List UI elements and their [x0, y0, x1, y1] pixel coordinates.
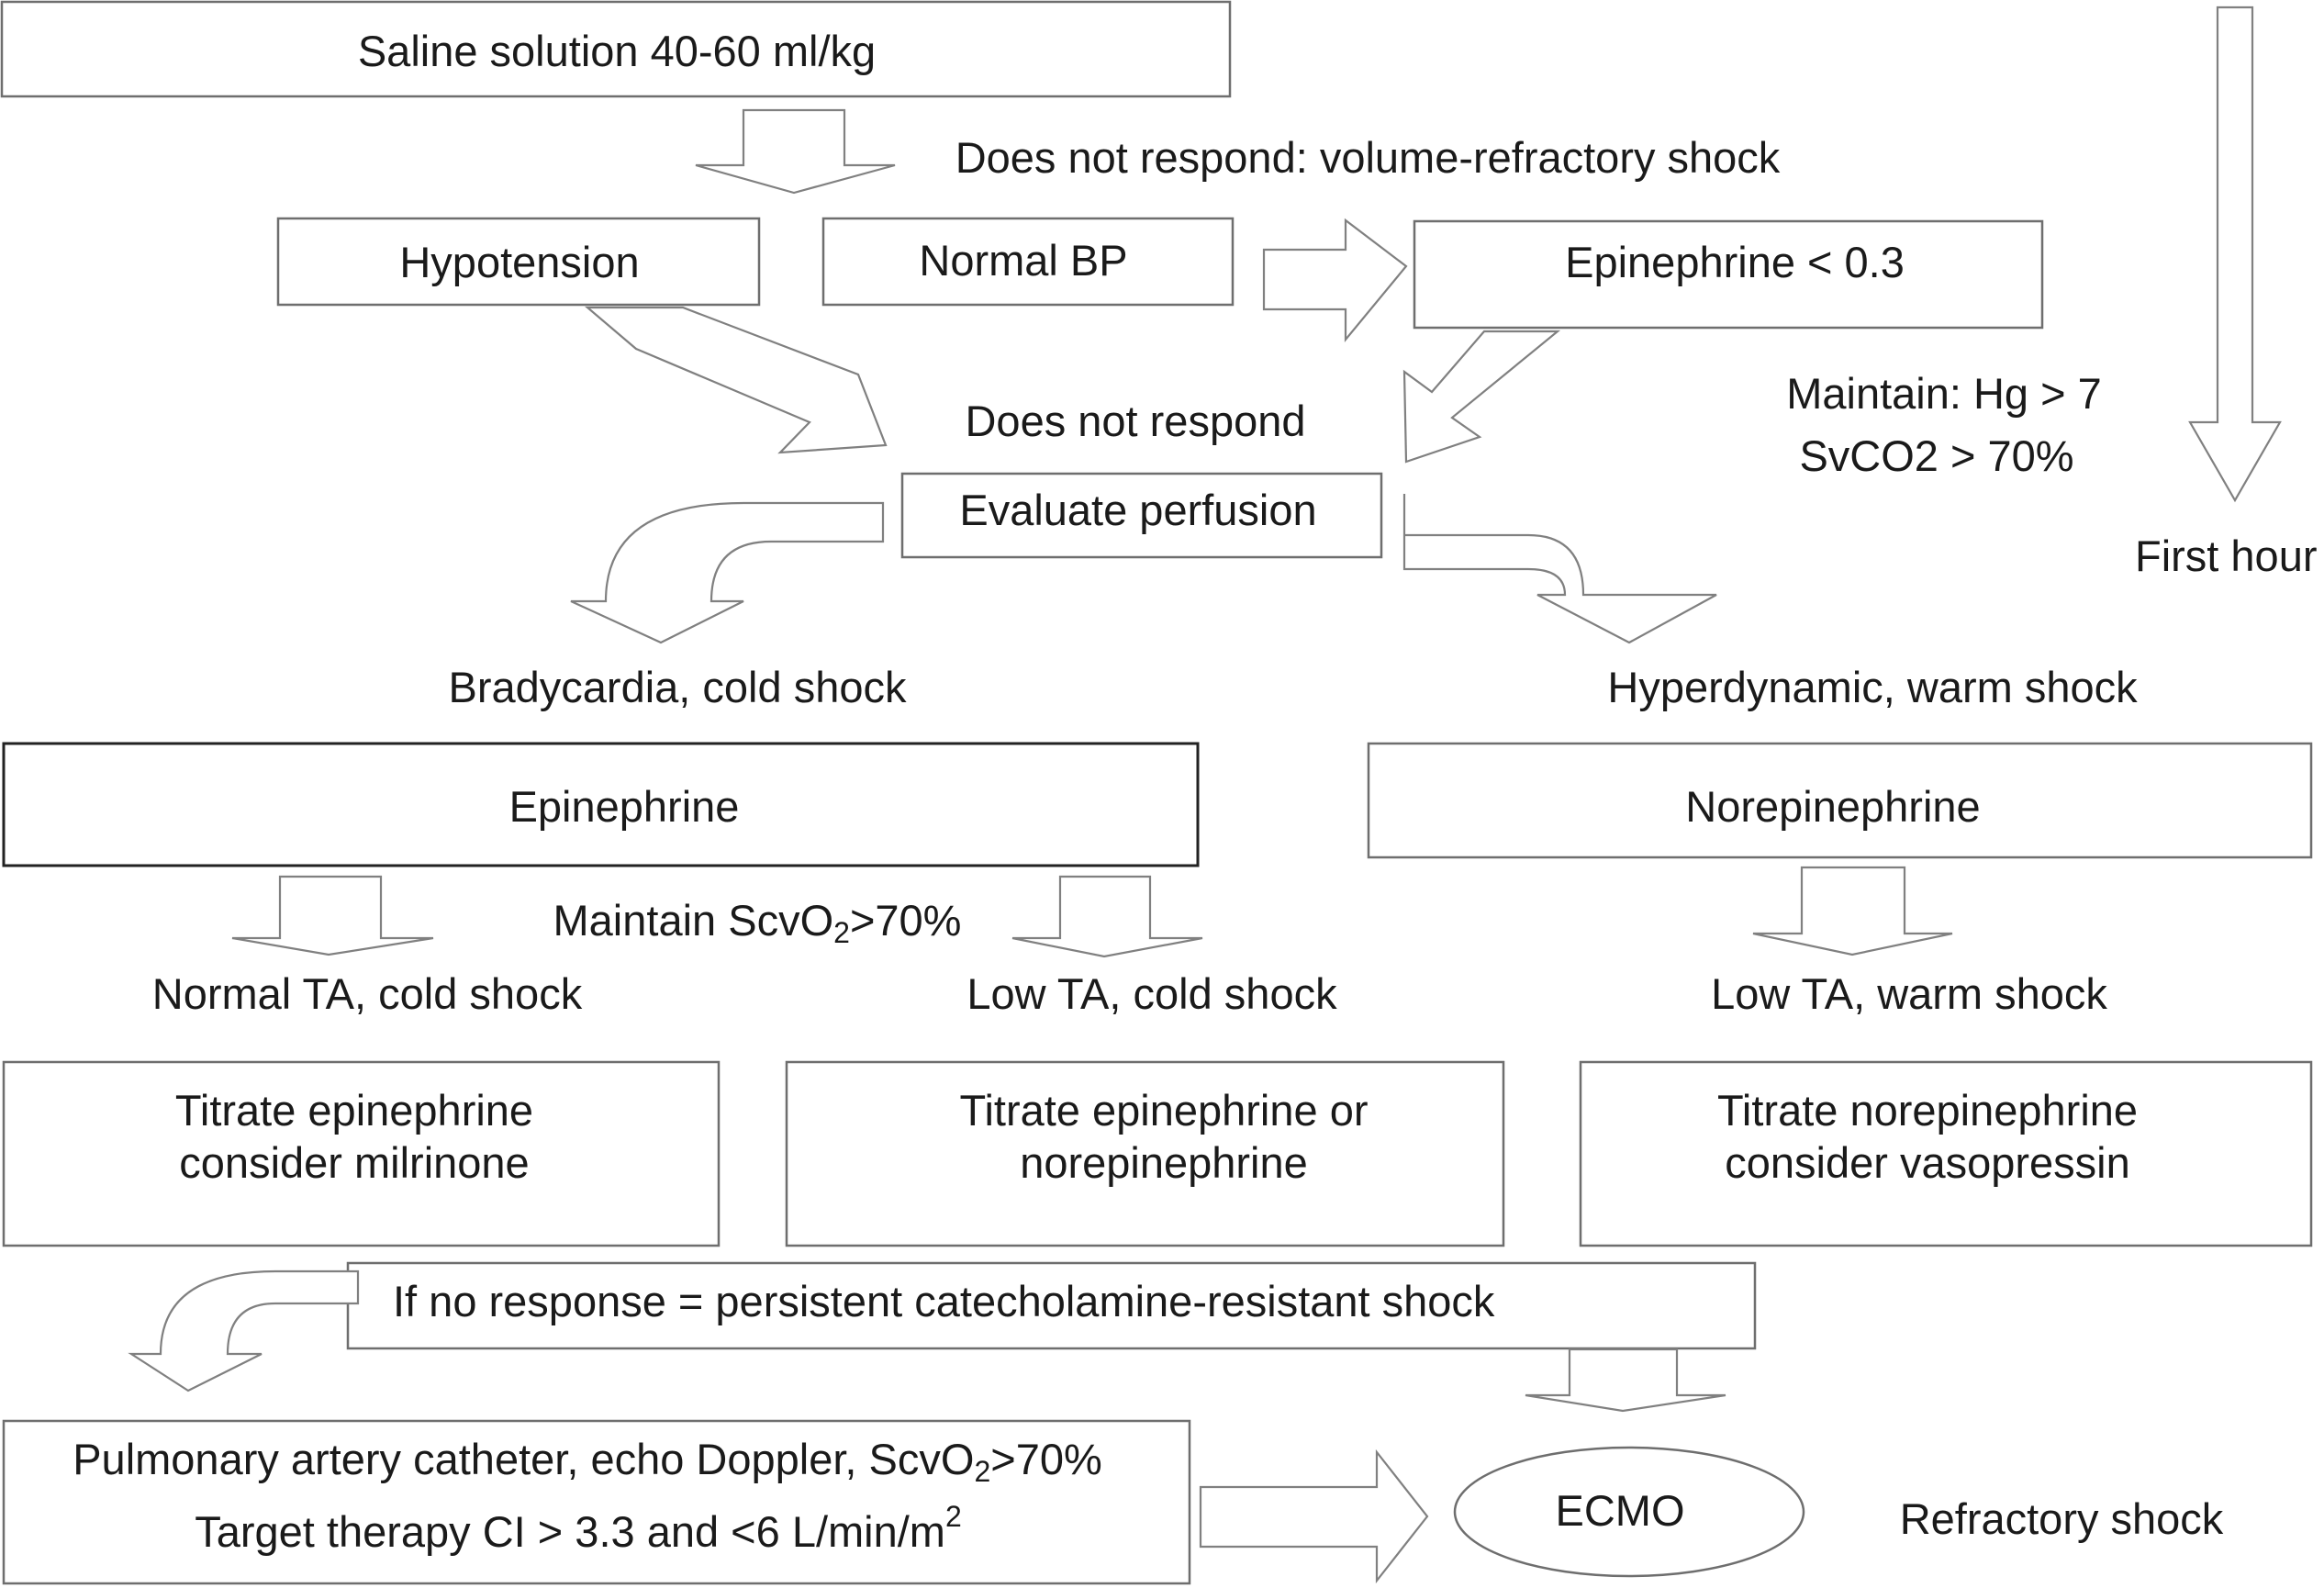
arrow-norepinephrine-to-low-ta	[1752, 866, 1953, 956]
arrow-curve-to-pac	[128, 1269, 360, 1392]
epinephrine-low-dose-box	[1413, 219, 2044, 330]
maintain-scvo2-label: Maintain ScvO2>70%	[553, 896, 962, 949]
arrow-no-response-to-ecmo	[1525, 1348, 1726, 1413]
svco2-label: SvCO2 > 70%	[1799, 431, 2073, 480]
normal-bp-label: Normal BP	[919, 236, 1127, 285]
arrow-hypotension-diagonal	[585, 306, 888, 454]
pac-target-box	[2, 1419, 1191, 1585]
warm-shock-heading: Hyperdynamic, warm shock	[1607, 663, 2138, 711]
epinephrine-label: Epinephrine	[509, 782, 740, 831]
titrate-norepinephrine-line2: consider vasopressin	[1725, 1138, 2130, 1187]
no-response-box	[346, 1261, 1757, 1350]
evaluate-perfusion-label: Evaluate perfusion	[959, 486, 1316, 534]
titrate-epi-or-norepi-line1: Titrate epinephrine or	[959, 1086, 1368, 1135]
does-not-respond-label: Does not respond	[965, 397, 1305, 445]
epinephrine-box	[2, 742, 1200, 867]
pac-line1: Pulmonary artery catheter, echo Doppler,…	[73, 1435, 1102, 1488]
norepinephrine-label: Norepinephrine	[1685, 782, 1980, 831]
normal-ta-cold-label: Normal TA, cold shock	[152, 969, 583, 1018]
evaluate-perfusion-box	[900, 472, 1383, 559]
arrow-first-hour-down	[2188, 6, 2282, 503]
first-hour-label: First hour	[2135, 531, 2318, 580]
titrate-epinephrine-line1: Titrate epinephrine	[175, 1086, 533, 1135]
hypotension-label: Hypotension	[399, 238, 639, 286]
titrate-norepinephrine-vasopressin-box	[1579, 1060, 2313, 1247]
arrow-pac-to-ecmo	[1199, 1448, 1429, 1584]
arrow-epinephrine-diagonal	[1402, 330, 1561, 464]
arrow-saline-down	[695, 108, 896, 195]
low-ta-warm-label: Low TA, warm shock	[1711, 969, 2107, 1018]
titrate-epi-or-norepi-line2: norepinephrine	[1020, 1138, 1308, 1187]
epinephrine-low-dose-label: Epinephrine < 0.3	[1565, 238, 1905, 286]
arrow-curve-to-warm	[1402, 494, 1717, 644]
cold-shock-heading: Bradycardia, cold shock	[449, 663, 907, 711]
norepinephrine-box	[1367, 742, 2313, 859]
titrate-norepinephrine-line1: Titrate norepinephrine	[1717, 1086, 2138, 1135]
maintain-hg-label: Maintain: Hg > 7	[1786, 369, 2102, 418]
normal-bp-box	[821, 217, 1235, 307]
arrow-epinephrine-to-normal-ta	[231, 875, 434, 956]
no-response-label: If no response = persistent catecholamin…	[393, 1277, 1495, 1325]
ecmo-label: ECMO	[1556, 1486, 1685, 1535]
volume-refractory-label: Does not respond: volume-refractory shoc…	[955, 133, 1781, 182]
titrate-epinephrine-line2: consider milrinone	[179, 1138, 529, 1187]
titrate-epinephrine-milrinone-box	[2, 1060, 721, 1247]
ecmo-node	[1453, 1446, 1805, 1578]
titrate-epinephrine-norepinephrine-box	[785, 1060, 1505, 1247]
arrow-normal-bp-right	[1262, 218, 1408, 343]
saline-label: Saline solution 40-60 ml/kg	[358, 27, 876, 75]
arrow-curve-to-cold	[570, 501, 885, 644]
saline-box	[0, 0, 1232, 98]
refractory-shock-label: Refractory shock	[1900, 1494, 2224, 1543]
low-ta-cold-label: Low TA, cold shock	[966, 969, 1337, 1018]
hypotension-box	[276, 217, 761, 307]
arrow-epinephrine-to-low-ta	[1011, 875, 1203, 958]
target-therapy-line2: Target therapy CI > 3.3 and <6 L/min/m2	[195, 1500, 962, 1556]
